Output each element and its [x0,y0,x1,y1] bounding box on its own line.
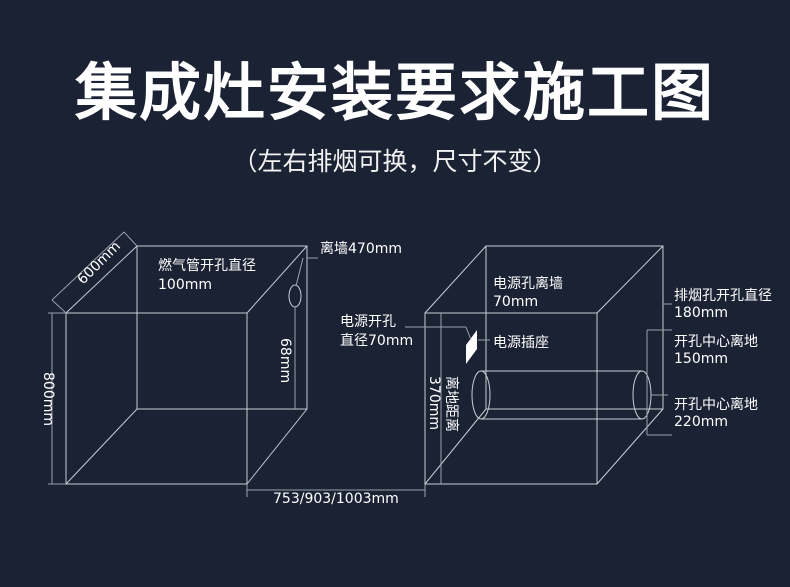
right-cabinet-front [424,312,598,485]
exhaust-hole-label-1: 排烟孔开孔直径 [674,287,772,304]
center-ground-150-label-2: 150mm [674,351,728,367]
center-ground-220-label-2: 220mm [674,414,728,430]
left-cabinet-front [65,312,248,485]
height-label: 800mm [40,372,56,426]
exhaust-hole-label-2: 180mm [674,305,728,321]
power-hole-wall-label-1: 电源孔离墙 [493,275,563,292]
socket-label: 电源插座 [493,335,549,351]
depth-label: 600mm [75,238,124,287]
right-cabinet [405,245,672,485]
page-title: 集成灶安装要求施工图 [74,56,715,129]
width-label: 753/903/1003mm [273,491,399,507]
gas-pipe-label-2: 100mm [158,277,212,293]
gas-pipe-hole [288,284,302,308]
wall-distance-label: 离墙470mm [320,240,402,257]
center-ground-220-label-1: 开孔中心离地 [674,396,758,413]
exhaust-pipe-right-end [632,370,652,420]
center-ground-150-label-1: 开孔中心离地 [674,333,758,350]
power-hole-label-2: 直径70mm [340,332,413,349]
power-hole-wall-label-2: 70mm [493,294,538,310]
exhaust-pipe-left-end [471,370,491,420]
right-cabinet-back [485,245,664,410]
width-dimension [246,484,426,497]
power-hole-label-1: 电源开孔 [340,314,396,330]
page-subtitle: （左右排烟可换，尺寸不变） [232,147,558,176]
power-socket-icon [466,330,477,364]
ground-distance-label-2: 370mm [426,376,442,430]
ground-distance-label-1: 离地距离 [443,376,460,432]
hole-height-label: 68mm [277,338,293,383]
left-cabinet [48,231,318,485]
left-cabinet-back [136,245,308,410]
gas-pipe-label-1: 燃气管开孔直径 [158,257,256,274]
